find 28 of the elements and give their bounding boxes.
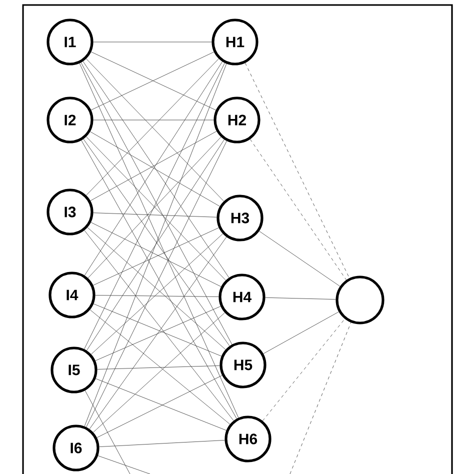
connection-line	[290, 322, 352, 474]
connection-line	[84, 390, 130, 474]
connection-line	[96, 375, 222, 438]
connection-line	[95, 295, 219, 297]
connection-line	[93, 212, 217, 218]
input-node: I4	[48, 272, 96, 318]
input-node: I2	[46, 96, 94, 144]
input-node: I1	[46, 18, 94, 66]
connection-line	[97, 365, 220, 370]
hidden-node: H6	[224, 416, 272, 462]
hidden-node: H5	[220, 342, 266, 388]
hidden-node: H1	[212, 18, 258, 66]
connection-line	[95, 378, 227, 431]
connection-line	[265, 297, 336, 300]
connection-line	[262, 318, 345, 422]
input-node: I5	[50, 346, 98, 394]
hidden-node: H4	[218, 274, 266, 320]
output-node	[336, 276, 384, 324]
connection-line	[259, 230, 340, 287]
hidden-node: H3	[216, 194, 264, 242]
connection-line	[263, 312, 339, 354]
hidden-node: H2	[214, 96, 260, 144]
connection-line	[244, 62, 350, 278]
connection-line	[98, 456, 150, 474]
connection-line	[250, 139, 347, 280]
connection-line	[99, 440, 225, 447]
input-node: I3	[46, 188, 94, 236]
input-node: I6	[52, 424, 100, 472]
